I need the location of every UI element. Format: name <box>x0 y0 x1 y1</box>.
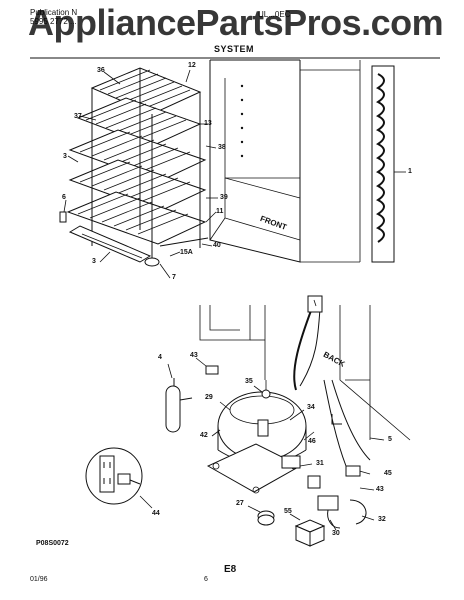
publication-date: 01/96 <box>30 576 48 583</box>
part-label-4: 4 <box>158 354 162 361</box>
wire-shelf-rack <box>59 67 209 267</box>
part-label-1: 1 <box>408 168 412 175</box>
diagram-code: P08S0072 <box>36 540 69 547</box>
part-label-44: 44 <box>152 510 160 517</box>
page-id: E8 <box>224 564 237 575</box>
part-label-40: 40 <box>213 242 221 249</box>
part-label-37: 37 <box>74 113 82 120</box>
part-label-35: 35 <box>245 378 253 385</box>
clip-part <box>205 365 219 375</box>
part-label-46: 46 <box>308 438 316 445</box>
publication-info: Publication N 5995 2772 ... <box>30 8 77 26</box>
part-label-12: 12 <box>188 62 196 69</box>
part-label-5: 5 <box>388 436 392 443</box>
watermark: AppliancePartsPros.com <box>28 2 444 43</box>
compressor <box>206 380 307 494</box>
part-label-29: 29 <box>205 394 213 401</box>
publication-line-2: 5995 2772 ... <box>30 17 77 26</box>
part-label-43-bottom: 43 <box>376 486 384 493</box>
evaporator-coil <box>371 65 406 263</box>
part-label-31: 31 <box>316 460 324 467</box>
cover-45 <box>345 465 361 477</box>
part-label-34: 34 <box>307 404 315 411</box>
part-label-38: 38 <box>218 144 226 151</box>
part-label-45: 45 <box>384 470 392 477</box>
section-title: SYSTEM <box>214 44 255 54</box>
part-label-55: 55 <box>284 508 292 515</box>
publication-line-1: Publication N <box>30 8 78 17</box>
model-number: UL...0EC <box>258 10 291 19</box>
bracket-46 <box>331 414 342 425</box>
overload-30 <box>317 495 367 529</box>
part-label-32: 32 <box>378 516 386 523</box>
part-label-7: 7 <box>172 274 176 281</box>
leader-lines-top <box>63 69 218 279</box>
part-label-43-top: 43 <box>190 352 198 359</box>
part-label-30: 30 <box>332 530 340 537</box>
part-label-36: 36 <box>97 67 105 74</box>
cabinet-interior <box>209 59 361 263</box>
part-label-13: 13 <box>204 120 212 127</box>
part-label-39: 39 <box>220 194 228 201</box>
refrigerant-tubing <box>293 295 371 467</box>
part-label-6: 6 <box>62 194 66 201</box>
part-label-15a: 15A <box>180 249 193 256</box>
part-label-11: 11 <box>216 208 224 215</box>
cube-55 <box>294 519 326 547</box>
machine-compartment <box>199 305 411 441</box>
page-number: 6 <box>204 576 208 583</box>
part-label-3-lower: 3 <box>92 258 96 265</box>
part-label-3-upper: 3 <box>63 153 67 160</box>
grommet-27 <box>257 510 275 526</box>
outlet-detail <box>85 447 143 505</box>
part-label-42: 42 <box>200 432 208 439</box>
accumulator <box>165 363 193 433</box>
part-label-27: 27 <box>236 500 244 507</box>
relay-31 <box>307 475 321 489</box>
